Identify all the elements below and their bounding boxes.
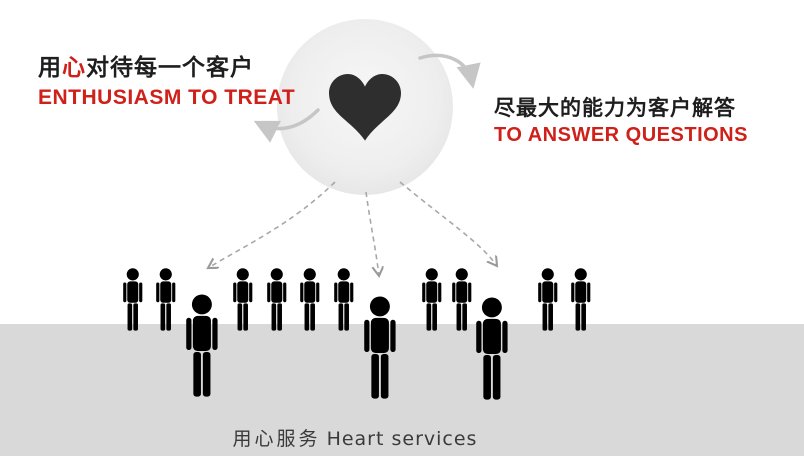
left-heading-accent: 心 <box>62 54 86 80</box>
curved-arrow-right-icon <box>418 53 481 89</box>
right-subheading: TO ANSWER QUESTIONS <box>494 124 748 146</box>
person-icon <box>123 268 143 331</box>
dashed-arrow-middle-icon <box>365 191 379 276</box>
curved-arrow-left-icon <box>253 108 320 143</box>
person-icon <box>452 268 472 331</box>
person-icon <box>422 268 442 331</box>
footer-caption-en: Heart services <box>326 428 478 450</box>
heart-icon <box>329 74 401 141</box>
person-icon <box>233 268 253 331</box>
left-heading-part3: 对待每一个客户 <box>86 54 254 80</box>
left-heading: 用心对待每一个客户 <box>38 48 254 82</box>
person-icon <box>571 268 591 331</box>
person-icon <box>156 268 176 331</box>
person-icon <box>300 268 320 331</box>
left-heading-part1: 用 <box>38 54 62 80</box>
dashed-arrow-right-icon <box>399 181 497 266</box>
right-heading: 尽最大的能力为客户解答 <box>494 97 736 120</box>
person-icon <box>267 268 287 331</box>
ground-band <box>0 324 804 456</box>
person-icon <box>334 268 354 331</box>
footer-caption-cn: 用心服务 <box>232 428 321 450</box>
left-subheading: ENTHUSIASM TO TREAT <box>38 86 296 109</box>
person-icon <box>538 268 558 331</box>
dashed-arrow-left-icon <box>208 181 336 268</box>
